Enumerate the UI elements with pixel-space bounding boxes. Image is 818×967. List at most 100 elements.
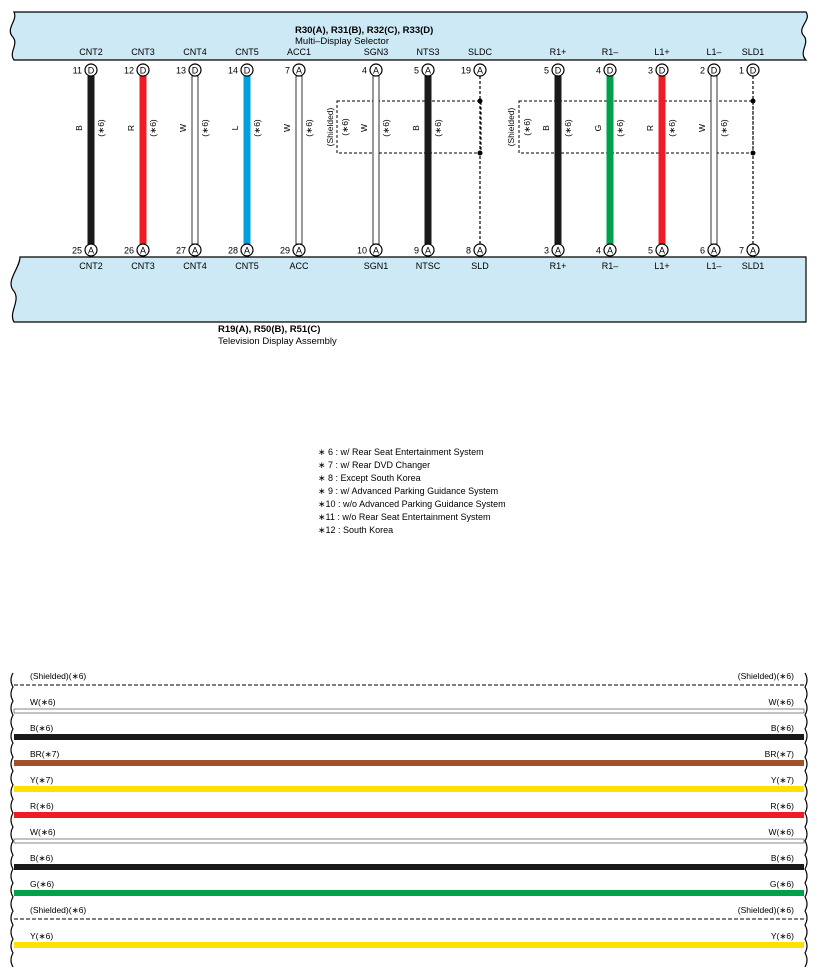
junction-dot	[750, 150, 756, 156]
bottom-pin-letter: A	[711, 246, 717, 256]
wire-note: (∗6)	[148, 119, 158, 137]
wire-color-code: G	[593, 125, 603, 132]
wire-color-code: W	[178, 124, 188, 132]
top-pin-number: 7	[285, 66, 290, 76]
top-pin-number: 1	[739, 66, 744, 76]
bottom-pin-number: 3	[544, 246, 549, 256]
bottom-pin-circle	[369, 243, 383, 257]
bottom-pin-letter: A	[425, 246, 431, 256]
top-pin-number: 4	[596, 66, 601, 76]
bottom-pin-number: 28	[228, 246, 238, 256]
top-connector-body	[9, 11, 808, 61]
bottom-pin-circle	[421, 243, 435, 257]
left-break-edge	[10, 672, 14, 967]
bottom-pin-name: L1+	[654, 261, 669, 271]
bottom-pin-number: 9	[414, 246, 419, 256]
top-pin-number: 12	[124, 66, 134, 76]
bottom-pin-circle	[84, 243, 98, 257]
top-pin-name: R1+	[550, 47, 567, 57]
junction-dot	[477, 150, 483, 156]
junction-dot	[750, 98, 756, 104]
top-pin-name: SLDC	[468, 47, 493, 57]
top-pin-name: L1–	[706, 47, 721, 57]
top-pin-circle	[369, 63, 383, 77]
top-pin-name: NTS3	[416, 47, 439, 57]
bottom-pin-number: 26	[124, 246, 134, 256]
wire-note: (∗6)	[667, 119, 677, 137]
wire-note: (∗6)	[381, 119, 391, 137]
wire-color-code: B	[411, 125, 421, 131]
bottom-connector-body	[10, 256, 807, 323]
top-pin-circle	[551, 63, 565, 77]
top-pin-letter: D	[88, 66, 95, 76]
shield-box-2-note: (∗6)	[522, 118, 532, 136]
hwire-label-left: BR(∗7)	[30, 749, 59, 759]
top-pin-letter: A	[373, 66, 379, 76]
wire-note: (∗6)	[433, 119, 443, 137]
hwire-label-left: R(∗6)	[30, 801, 54, 811]
top-pin-circle	[655, 63, 669, 77]
top-pin-name: R1–	[602, 47, 619, 57]
hwire-label-left: W(∗6)	[30, 697, 56, 707]
wire-11	[710, 75, 718, 245]
bottom-pin-number: 29	[280, 246, 290, 256]
hwire-label-right: R(∗6)	[770, 801, 794, 811]
top-pin-circle	[292, 63, 306, 77]
top-pin-name: CNT4	[183, 47, 207, 57]
bottom-pin-name: CNT4	[183, 261, 207, 271]
hwire-label-left: B(∗6)	[30, 853, 53, 863]
note-line: ∗ 7 : w/ Rear DVD Changer	[318, 460, 430, 470]
bottom-pin-number: 4	[596, 246, 601, 256]
wire-note: (∗6)	[304, 119, 314, 137]
bottom-pin-name: R1–	[602, 261, 619, 271]
top-pin-circle	[707, 63, 721, 77]
top-pin-letter: D	[244, 66, 251, 76]
bottom-pin-number: 25	[72, 246, 82, 256]
note-line: ∗ 6 : w/ Rear Seat Entertainment System	[318, 447, 484, 457]
top-pin-circle	[603, 63, 617, 77]
junction-dot	[477, 98, 483, 104]
bottom-pin-name: SLD1	[742, 261, 765, 271]
horizontal-harness: (Shielded)(∗6)(Shielded)(∗6)W(∗6)W(∗6)B(…	[10, 671, 808, 967]
wire-color-code: B	[541, 125, 551, 131]
bottom-pin-number: 10	[357, 246, 367, 256]
wire-note: (∗6)	[96, 119, 106, 137]
bottom-pin-letter: A	[88, 246, 94, 256]
bottom-connector-subtitle: Television Display Assembly	[218, 336, 337, 347]
hwire-label-right: G(∗6)	[770, 879, 794, 889]
top-pin-circle	[240, 63, 254, 77]
wire-color-code: B	[74, 125, 84, 131]
top-pin-circle	[84, 63, 98, 77]
bottom-pin-number: 7	[739, 246, 744, 256]
shield-box-1	[336, 100, 482, 154]
top-pin-letter: D	[711, 66, 718, 76]
top-pin-letter: A	[296, 66, 302, 76]
top-pin-circle	[473, 63, 487, 77]
top-pin-name: ACC1	[287, 47, 311, 57]
hwire-label-right: W(∗6)	[768, 697, 794, 707]
hwire-label-left: (Shielded)(∗6)	[30, 905, 86, 915]
top-pin-letter: D	[555, 66, 562, 76]
shield-box-2-label: (Shielded)	[506, 107, 516, 146]
top-connector-subtitle: Multi–Display Selector	[295, 36, 389, 47]
wire-color-code: W	[697, 124, 707, 132]
hwire-label-left: G(∗6)	[30, 879, 54, 889]
top-pin-letter: D	[607, 66, 614, 76]
top-pin-number: 14	[228, 66, 238, 76]
hwire-label-right: Y(∗6)	[771, 931, 794, 941]
note-line: ∗ 8 : Except South Korea	[318, 473, 421, 483]
top-pin-name: SGN3	[364, 47, 389, 57]
top-pin-name: CNT2	[79, 47, 103, 57]
top-pin-letter: D	[750, 66, 757, 76]
hwire-label-left: Y(∗6)	[30, 931, 53, 941]
top-pin-number: 11	[73, 66, 82, 76]
top-pin-letter: A	[477, 66, 483, 76]
top-pin-circle	[421, 63, 435, 77]
top-pin-name: CNT3	[131, 47, 155, 57]
top-pin-name: CNT5	[235, 47, 259, 57]
wire-note: (∗6)	[252, 119, 262, 137]
note-line: ∗10 : w/o Advanced Parking Guidance Syst…	[318, 499, 506, 509]
bottom-pin-letter: A	[373, 246, 379, 256]
note-line: ∗11 : w/o Rear Seat Entertainment System	[318, 512, 490, 522]
